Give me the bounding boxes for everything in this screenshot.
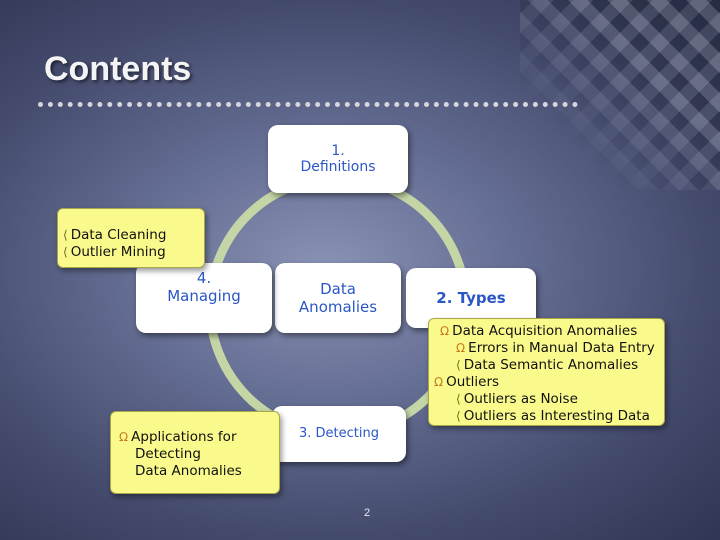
node-definitions-label: Definitions — [300, 159, 376, 175]
decorative-quilt-pattern — [520, 0, 720, 190]
arrow-bullet-icon: ⟨ — [456, 409, 461, 423]
note-types-item: ⟨Outliers as Interesting Data — [456, 408, 650, 424]
node-managing-label: Managing — [167, 287, 241, 305]
node-definitions-number: 1. — [331, 143, 345, 159]
node-definitions[interactable]: 1. Definitions — [268, 125, 408, 193]
swirl-bullet-icon: Ω — [119, 430, 129, 444]
swirl-bullet-icon: Ω — [440, 324, 450, 338]
arrow-bullet-icon: ⟨ — [456, 358, 461, 372]
node-detecting-label: 3. Detecting — [299, 426, 379, 441]
arrow-bullet-icon: ⟨ — [63, 228, 68, 242]
note-types-item: ⟨Data Semantic Anomalies — [456, 357, 639, 373]
swirl-bullet-icon: Ω — [456, 341, 466, 355]
note-types-item: ⟨Outliers as Noise — [456, 391, 578, 407]
page-number: 2 — [364, 507, 371, 519]
title-dotted-divider — [38, 102, 578, 107]
node-center-data-anomalies[interactable]: Data Anomalies — [275, 263, 401, 333]
node-center-line1: Data — [320, 280, 356, 298]
note-managing-item: ⟨Outlier Mining — [63, 244, 166, 260]
node-detecting[interactable]: 3. Detecting — [272, 406, 406, 462]
arrow-bullet-icon: ⟨ — [456, 392, 461, 406]
arrow-bullet-icon: ⟨ — [63, 245, 68, 259]
note-detecting-line: Data Anomalies — [135, 463, 242, 479]
note-managing: ⟨Data Cleaning ⟨Outlier Mining — [57, 208, 205, 268]
slide-title: Contents — [44, 50, 192, 88]
note-managing-item: ⟨Data Cleaning — [63, 227, 167, 243]
node-center-line2: Anomalies — [298, 298, 378, 316]
node-managing[interactable]: 4. Managing — [136, 263, 272, 333]
node-types-label: 2. Types — [436, 289, 506, 307]
note-detecting-line: Detecting — [135, 446, 201, 462]
swirl-bullet-icon: Ω — [434, 375, 444, 389]
node-managing-number: 4. — [196, 269, 212, 287]
